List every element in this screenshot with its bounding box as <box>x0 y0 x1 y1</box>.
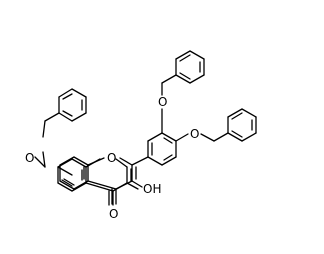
right-benzyl-phenyl-ring <box>227 108 257 142</box>
top-benzyloxy-linker <box>161 74 177 134</box>
catechol-ring <box>131 132 177 166</box>
left-benzyl-phenyl-ring <box>58 88 87 122</box>
top-ether-oxygen-label: O <box>158 95 167 109</box>
right-benzyloxy-linker <box>175 132 229 142</box>
right-ether-oxygen-label: O <box>190 127 199 141</box>
carbonyl-oxygen-label: O <box>109 207 118 221</box>
chromone-core <box>59 156 143 205</box>
ring-oxygen-label: O <box>107 151 116 165</box>
left-ether-oxygen-label: O <box>25 151 34 165</box>
left-benzyloxy-linker <box>34 112 60 168</box>
hydroxyl-label: OH <box>143 182 161 196</box>
top-benzyl-phenyl-ring <box>175 50 205 84</box>
